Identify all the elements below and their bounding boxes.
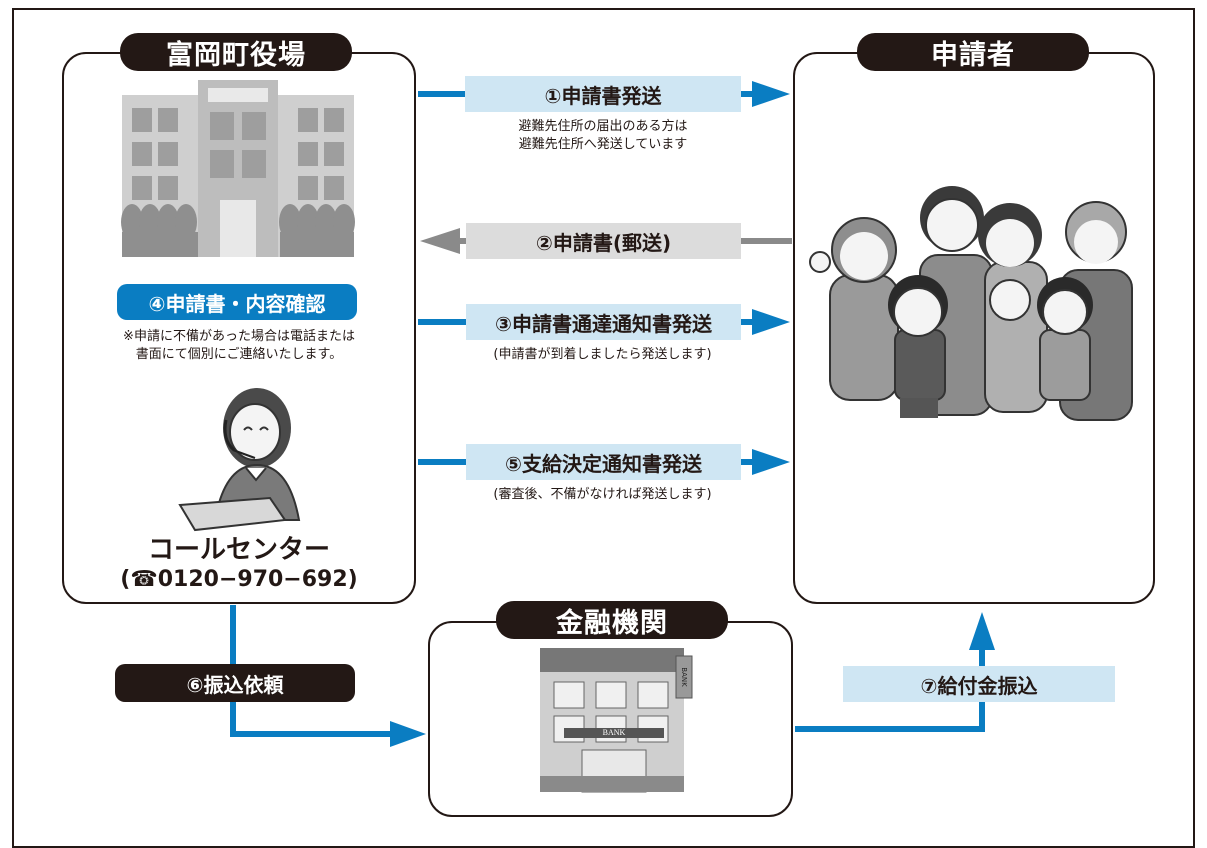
step6-label: ⑥振込依頼 [115,664,355,702]
bank-sign-front: BANK [602,728,626,737]
call-center: コールセンター (☎0120−970−692) [66,534,412,594]
diagram-graphics [121,80,1133,793]
call-center-phone: (☎0120−970−692) [120,567,358,592]
step4-note-line1: ※申請に不備があった場合は電話または [123,329,355,344]
applicant-title: 申請者 [857,33,1089,71]
step5-note: (審査後、不備がなければ発送します) [493,487,712,502]
bank-sign-vertical: BANK [680,667,688,687]
step1-note: 避難先住所の届出のある方は 避難先住所へ発送しています [465,118,741,154]
step5-label: ⑤支給決定通知書発送 [466,444,741,480]
step2-label: ②申請書(郵送) [466,223,741,259]
bank-title: 金融機関 [496,601,728,639]
town-office-title: 富岡町役場 [120,33,352,71]
call-center-name: コールセンター [147,535,330,565]
step4-note-line2: 書面にて個別にご連絡いたします。 [135,347,343,362]
step1-note-line1: 避難先住所の届出のある方は [518,119,688,134]
flow-diagram: 富岡町役場 申請者 金融機関 [12,8,1195,848]
town-hall-building [121,80,355,257]
step4-label: ④申請書・内容確認 [117,284,357,320]
step3-note: (申請書が到着しましたら発送します) [493,347,712,362]
step7-label: ⑦給付金振込 [843,666,1115,702]
step4-note: ※申請に不備があった場合は電話または 書面にて個別にご連絡いたします。 [66,328,412,364]
family-illustration [809,186,1133,421]
step1-note-line2: 避難先住所へ発送しています [518,137,688,152]
operator-illustration [178,388,301,532]
arrow-step6 [230,605,426,747]
bank-building [540,648,693,793]
step1-label: ①申請書発送 [465,76,741,112]
step3-label: ③申請書通達通知書発送 [466,304,741,340]
